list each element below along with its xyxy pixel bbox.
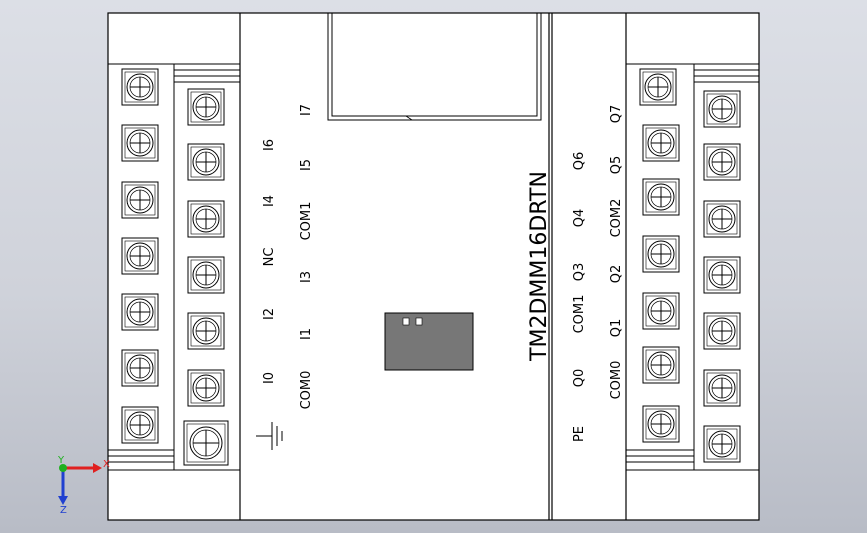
axis-x-arrow (93, 463, 102, 473)
screw-terminal-icon[interactable] (642, 235, 680, 273)
ground-symbol-icon (256, 422, 283, 450)
screw-terminal-icon[interactable] (639, 68, 677, 106)
screw-terminal-icon[interactable] (642, 346, 680, 384)
screw-terminal-icon[interactable] (187, 200, 225, 238)
expansion-connector[interactable] (384, 312, 474, 371)
screw-terminal-icon[interactable] (642, 124, 680, 162)
screw-terminal-icon[interactable] (703, 256, 741, 294)
terminal-group (121, 68, 741, 466)
axis-z-label: Z (60, 505, 67, 516)
label-q5: Q5 (609, 156, 624, 175)
screw-terminal-icon[interactable] (642, 292, 680, 330)
right-terminal-rails (626, 63, 759, 471)
screw-terminal-icon[interactable] (642, 178, 680, 216)
label-com1-out: COM1 (572, 295, 587, 334)
model-number: TM2DMM16DRTN (527, 171, 552, 362)
label-q4: Q4 (572, 209, 587, 228)
axis-triad-icon[interactable]: X Z Y (57, 455, 110, 516)
screw-terminal-icon[interactable] (121, 293, 159, 331)
label-com0-out: COM0 (609, 361, 624, 400)
label-i0: I0 (262, 372, 277, 384)
label-com2: COM2 (609, 199, 624, 238)
screw-terminal-icon[interactable] (187, 312, 225, 350)
terminal-labels: I0 I2 NC I4 I6 COM0 I1 I3 COM1 I5 I7 TM2… (262, 104, 624, 442)
label-q3: Q3 (572, 263, 587, 282)
screw-terminal-icon[interactable] (187, 143, 225, 181)
screw-terminal-icon[interactable] (187, 256, 225, 294)
screw-terminal-icon[interactable] (121, 406, 159, 444)
screw-terminal-icon[interactable] (121, 237, 159, 275)
screw-terminal-icon[interactable] (703, 425, 741, 463)
label-i4: I4 (262, 195, 277, 207)
screw-terminal-icon[interactable] (121, 124, 159, 162)
screw-terminal-icon[interactable] (703, 143, 741, 181)
screw-terminal-icon[interactable] (642, 405, 680, 443)
screw-terminal-icon[interactable] (703, 200, 741, 238)
label-q2: Q2 (609, 265, 624, 284)
screw-terminal-icon[interactable] (183, 420, 229, 466)
label-i1: I1 (299, 328, 314, 340)
label-i2: I2 (262, 308, 277, 320)
label-i5: I5 (299, 159, 314, 171)
axis-z-arrow (58, 496, 68, 505)
label-com1-in: COM1 (299, 202, 314, 241)
label-i7: I7 (299, 104, 314, 116)
screw-terminal-icon[interactable] (121, 181, 159, 219)
label-i3: I3 (299, 271, 314, 283)
screw-terminal-icon[interactable] (703, 90, 741, 128)
label-q0: Q0 (572, 369, 587, 388)
connector-pin (402, 317, 410, 326)
label-pe: PE (572, 426, 587, 442)
label-q7: Q7 (609, 105, 624, 124)
display-window (327, 13, 542, 121)
axis-y (59, 464, 67, 472)
screw-terminal-icon[interactable] (187, 369, 225, 407)
axis-x-label: X (103, 459, 110, 470)
label-i6: I6 (262, 139, 277, 151)
screw-terminal-icon[interactable] (121, 349, 159, 387)
connector-pin (415, 317, 423, 326)
label-com0-in: COM0 (299, 371, 314, 410)
screw-terminal-icon[interactable] (703, 369, 741, 407)
label-q6: Q6 (572, 152, 587, 171)
axis-y-label: Y (57, 455, 65, 466)
left-terminal-rails (108, 63, 240, 471)
screw-terminal-icon[interactable] (121, 68, 159, 106)
screw-terminal-icon[interactable] (187, 88, 225, 126)
label-q1: Q1 (609, 319, 624, 338)
screw-terminal-icon[interactable] (703, 312, 741, 350)
label-nc: NC (262, 248, 277, 267)
